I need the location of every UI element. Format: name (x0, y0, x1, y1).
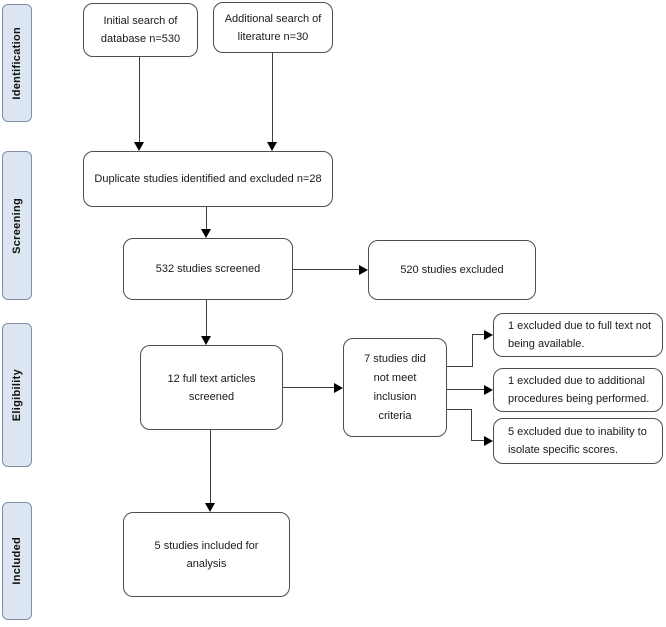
node-initial-search: Initial search of database n=530 (83, 3, 198, 57)
stage-eligibility-label: Eligibility (11, 368, 23, 422)
node-excluded-procedures: 1 excluded due to additional procedures … (493, 368, 663, 412)
arrow-duplicates-to-screened-line (206, 207, 207, 231)
node-studies-excluded: 520 studies excluded (368, 240, 536, 300)
stage-screening-label: Screening (11, 197, 23, 254)
arrow-fulltext-to-criteria-line (283, 387, 335, 388)
stage-identification-label: Identification (11, 26, 23, 100)
stage-screening: Screening (2, 151, 32, 300)
stage-eligibility: Eligibility (2, 323, 32, 467)
arrow-screened-to-excluded-line (293, 269, 360, 270)
arrowhead-down-icon (205, 503, 215, 512)
node-excluded-full-text: 1 excluded due to full text not being av… (493, 313, 663, 357)
connector-criteria-to-fulltext-box-v (472, 334, 473, 367)
arrow-fulltext-to-included-line (210, 430, 211, 505)
node-full-text-screened: 12 full text articles screened (140, 345, 283, 430)
connector-criteria-to-scores-box-h1 (447, 409, 472, 410)
node-studies-screened: 532 studies screened (123, 238, 293, 300)
connector-criteria-to-scores-box-v (471, 409, 472, 441)
node-duplicates-excluded: Duplicate studies identified and exclude… (83, 151, 333, 207)
arrowhead-right-icon (334, 383, 343, 393)
stage-included: Included (2, 502, 32, 620)
arrowhead-down-icon (201, 336, 211, 345)
stage-included-label: Included (11, 537, 23, 585)
node-included-for-analysis: 5 studies included for analysis (123, 512, 290, 597)
connector-criteria-to-procedures-box (447, 389, 485, 390)
arrowhead-right-icon (359, 265, 368, 275)
arrowhead-down-icon (201, 229, 211, 238)
arrow-screened-to-fulltext-line (206, 300, 207, 338)
stage-identification: Identification (2, 4, 32, 122)
connector-criteria-to-fulltext-box-h1 (447, 366, 473, 367)
node-excluded-scores: 5 excluded due to inability to isolate s… (493, 418, 663, 464)
arrow-additional-to-duplicates-line (272, 53, 273, 143)
connector-criteria-to-fulltext-box-h2 (472, 334, 485, 335)
arrowhead-right-icon (484, 385, 493, 395)
node-not-meeting-criteria: 7 studies did not meet inclusion criteri… (343, 338, 447, 437)
node-additional-search: Additional search of literature n=30 (213, 2, 333, 53)
arrowhead-right-icon (484, 330, 493, 340)
arrow-initial-to-duplicates-line (139, 57, 140, 143)
arrowhead-right-icon (484, 436, 493, 446)
connector-criteria-to-scores-box-h2 (471, 440, 485, 441)
arrowhead-down-icon (267, 142, 277, 151)
arrowhead-down-icon (134, 142, 144, 151)
